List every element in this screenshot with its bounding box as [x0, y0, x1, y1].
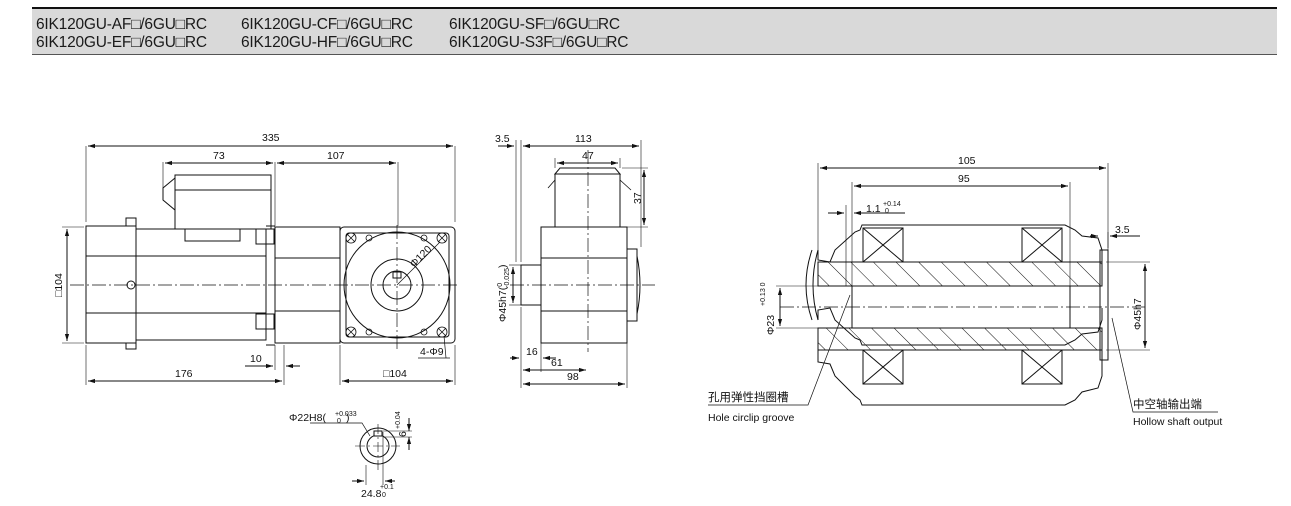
dim-bore: Φ22H8(: [289, 412, 326, 424]
svg-text:+0.04: +0.04: [395, 411, 402, 429]
dim-end-offset: 3.5: [495, 133, 510, 145]
svg-text:+0.14: +0.14: [883, 201, 901, 208]
label-output-cn: 中空轴输出端: [1133, 397, 1202, 411]
model-name: 6IK120GU-S3F□/6GU□RC: [449, 34, 629, 51]
dim-overall-length: 335: [262, 132, 280, 144]
dim-outer-diameter: Φ45h7: [1132, 298, 1144, 330]
dim-end-width: 113: [575, 133, 592, 145]
end-view: 3.5 113 47 37 Φ45h7(0-0.025) 16 61 98: [495, 133, 655, 388]
dim-groove-offset: 1.1: [866, 203, 881, 215]
dim-spigot: 10: [250, 353, 262, 365]
svg-text:0: 0: [382, 492, 386, 499]
model-name: 6IK120GU-CF□/6GU□RC: [241, 16, 413, 33]
hollow-shaft-section: 105 95 1.1 +0.14 0 3.5 Φ23 +0.13 0 Φ45h7…: [708, 155, 1222, 428]
dim-flange-square: □104: [383, 368, 407, 380]
dim-inner-length: 95: [958, 173, 970, 185]
label-groove-cn: 孔用弹性挡圈槽: [708, 390, 789, 404]
svg-text:): ): [346, 412, 350, 424]
motor-body: [135, 228, 267, 341]
dim-hollow-bore: Φ23: [765, 315, 777, 335]
dim-gearhead-length: 107: [327, 150, 345, 162]
front-view: Φ120 4-Φ9 □104: [339, 225, 460, 385]
model-name: 6IK120GU-SF□/6GU□RC: [449, 16, 620, 33]
model-header-bar: 6IK120GU-AF□/6GU□RC 6IK120GU-CF□/6GU□RC …: [32, 7, 1277, 55]
dim-flange: 3.5: [1115, 224, 1130, 236]
svg-text:+0.13 0: +0.13 0: [760, 282, 767, 306]
terminal-box: [174, 174, 272, 230]
svg-text:0: 0: [337, 418, 341, 425]
dim-terminal-box: 73: [213, 150, 225, 162]
model-name: 6IK120GU-EF□/6GU□RC: [36, 34, 207, 51]
shaft-section: Φ22H8( +0.033 0 ) 6 +0.04 24.8 +0.1 0: [289, 411, 412, 500]
dim-keyway-width: 6: [397, 431, 409, 437]
model-name: 6IK120GU-HF□/6GU□RC: [241, 34, 413, 51]
side-view: 335 73 107 176 10 □104: [53, 132, 456, 385]
label-output-en: Hollow shaft output: [1133, 416, 1222, 428]
svg-text:+0.1: +0.1: [380, 484, 394, 491]
dim-pilot-length: 16: [526, 346, 538, 358]
motor-end-cap: [85, 225, 137, 344]
dim-keyway-depth: 24.8: [361, 488, 382, 500]
dim-pilot: Φ45h7(0-0.025): [497, 265, 511, 323]
svg-text:+0.033: +0.033: [335, 411, 357, 418]
model-name: 6IK120GU-AF□/6GU□RC: [36, 16, 207, 33]
dim-motor-square: □104: [53, 273, 65, 297]
svg-text:0: 0: [885, 208, 889, 215]
dim-mounting-holes: 4-Φ9: [420, 346, 444, 358]
dim-total-length: 105: [958, 155, 976, 167]
label-groove-en: Hole circlip groove: [708, 412, 795, 424]
dim-box-height: 37: [632, 192, 644, 204]
dim-depth: 98: [567, 371, 579, 383]
dim-motor-length: 176: [175, 368, 193, 380]
dim-pcd: Φ120: [408, 243, 435, 270]
dim-box-width: 47: [582, 150, 594, 162]
dim-to-center: 61: [551, 357, 563, 369]
